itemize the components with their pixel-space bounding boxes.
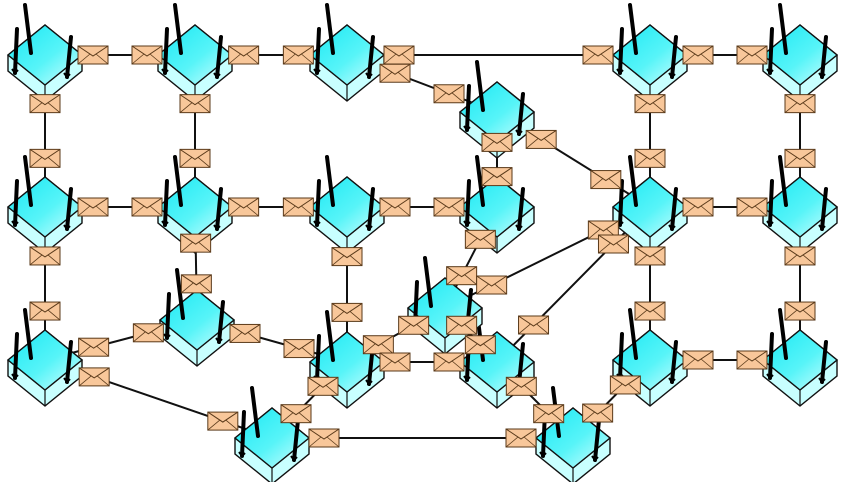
- envelope-icon: [481, 132, 513, 152]
- links-layer: [44, 54, 801, 439]
- envelope-icon: [476, 275, 508, 295]
- envelope-icon: [682, 45, 714, 65]
- wireless-router-icon: [761, 3, 839, 102]
- envelope-icon: [78, 367, 110, 387]
- envelope-icon: [784, 148, 816, 168]
- envelope-icon: [634, 246, 666, 266]
- envelope-icon: [180, 274, 212, 294]
- envelope-icon: [505, 428, 537, 448]
- envelope-icon: [634, 94, 666, 114]
- envelope-icon: [533, 404, 565, 424]
- wireless-router-icon: [158, 268, 236, 367]
- envelope-icon: [505, 376, 537, 396]
- envelope-icon: [736, 45, 768, 65]
- wireless-router-icon: [458, 60, 536, 159]
- envelope-icon: [308, 428, 340, 448]
- wireless-router-icon: [6, 308, 84, 407]
- envelope-icon: [587, 220, 619, 240]
- envelope-icon: [29, 246, 61, 266]
- wireless-router-icon: [6, 155, 84, 254]
- envelope-icon: [282, 197, 314, 217]
- nodes-layer: [6, 3, 839, 482]
- envelope-icon: [179, 94, 211, 114]
- envelope-icon: [383, 45, 415, 65]
- envelope-icon: [29, 301, 61, 321]
- envelope-icon: [518, 315, 550, 335]
- envelope-icon: [132, 323, 164, 343]
- envelope-icon: [379, 197, 411, 217]
- wireless-router-icon: [233, 386, 311, 482]
- envelope-icon: [682, 350, 714, 370]
- envelope-icon: [307, 376, 339, 396]
- envelope-icon: [398, 315, 430, 335]
- envelope-icon: [77, 45, 109, 65]
- envelope-icon: [180, 233, 212, 253]
- messages-layer: [29, 45, 816, 448]
- wireless-router-icon: [534, 386, 612, 482]
- envelope-icon: [77, 197, 109, 217]
- envelope-icon: [228, 197, 260, 217]
- envelope-icon: [784, 94, 816, 114]
- envelope-icon: [331, 302, 363, 322]
- envelope-icon: [179, 148, 211, 168]
- envelope-icon: [682, 197, 714, 217]
- wireless-router-icon: [6, 3, 84, 102]
- envelope-icon: [464, 335, 496, 355]
- envelope-icon: [582, 403, 614, 423]
- envelope-icon: [131, 45, 163, 65]
- wireless-router-icon: [156, 3, 234, 102]
- envelope-icon: [525, 129, 557, 149]
- envelope-icon: [207, 411, 239, 431]
- envelope-icon: [784, 301, 816, 321]
- envelope-icon: [433, 197, 465, 217]
- envelope-icon: [282, 45, 314, 65]
- envelope-icon: [379, 352, 411, 372]
- envelope-icon: [280, 404, 312, 424]
- envelope-icon: [433, 352, 465, 372]
- wireless-router-icon: [308, 3, 386, 102]
- envelope-icon: [362, 335, 394, 355]
- envelope-icon: [29, 94, 61, 114]
- envelope-icon: [582, 45, 614, 65]
- envelope-icon: [283, 339, 315, 359]
- envelope-icon: [331, 247, 363, 267]
- envelope-icon: [784, 246, 816, 266]
- envelope-icon: [736, 197, 768, 217]
- envelope-icon: [597, 234, 629, 254]
- envelope-icon: [590, 170, 622, 190]
- envelope-icon: [446, 266, 478, 286]
- envelope-icon: [481, 167, 513, 187]
- wireless-router-icon: [611, 3, 689, 102]
- envelope-icon: [29, 148, 61, 168]
- envelope-icon: [736, 350, 768, 370]
- envelope-icon: [433, 84, 465, 104]
- envelope-icon: [634, 301, 666, 321]
- envelope-icon: [131, 197, 163, 217]
- envelope-icon: [634, 148, 666, 168]
- envelope-icon: [609, 375, 641, 395]
- wireless-router-icon: [611, 155, 689, 254]
- envelope-icon: [464, 229, 496, 249]
- wireless-router-icon: [308, 155, 386, 254]
- wireless-router-icon: [761, 308, 839, 407]
- envelope-icon: [78, 337, 110, 357]
- envelope-icon: [229, 323, 261, 343]
- envelope-icon: [446, 315, 478, 335]
- envelope-icon: [228, 45, 260, 65]
- wireless-router-icon: [761, 155, 839, 254]
- envelope-icon: [379, 63, 411, 83]
